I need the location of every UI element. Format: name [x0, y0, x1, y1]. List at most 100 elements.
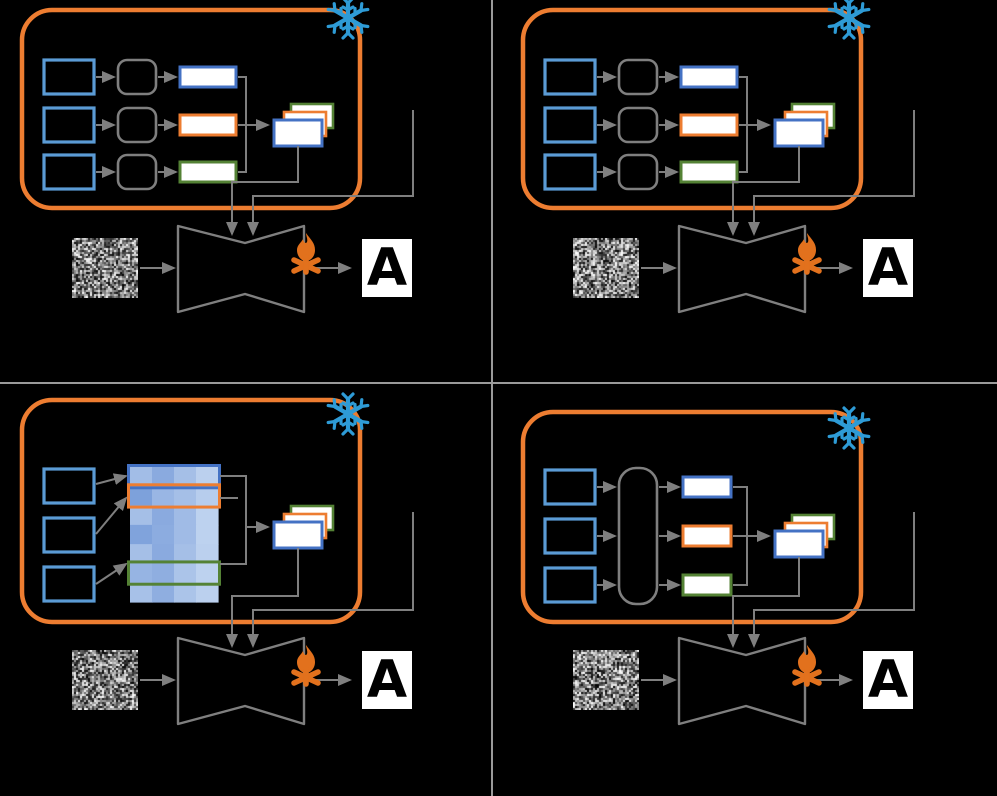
conditioning-route	[732, 110, 915, 228]
feature-bar-green[interactable]	[679, 160, 739, 184]
heatmap-cell	[174, 524, 197, 545]
encoder-block[interactable]	[42, 565, 96, 603]
feature-bar-blue[interactable]	[679, 65, 739, 89]
adapter-block[interactable]	[617, 153, 659, 191]
encoder-block[interactable]	[543, 517, 597, 555]
merge-connector	[739, 76, 748, 173]
heatmap-cell	[196, 505, 219, 526]
output-glyph: A	[863, 651, 913, 709]
frozen-boundary	[520, 409, 864, 625]
noise-patch-icon	[72, 238, 138, 298]
conditioning-route	[231, 512, 414, 640]
heatmap-row-highlight[interactable]	[127, 464, 221, 490]
merge-connector	[220, 475, 247, 565]
encoder-block[interactable]	[543, 106, 597, 144]
heatmap-cell	[152, 544, 175, 565]
encoder-block[interactable]	[543, 468, 597, 506]
arrow-icon	[96, 71, 178, 178]
stack-card-blue[interactable]	[773, 118, 825, 148]
heatmap-cell	[174, 486, 197, 507]
merge-connector	[238, 76, 247, 173]
feature-bar-green[interactable]	[681, 573, 733, 597]
conditioning-route	[231, 110, 414, 228]
encoder-block[interactable]	[42, 58, 96, 96]
stack-card-blue[interactable]	[272, 520, 324, 550]
panel-c-canvas	[19, 384, 414, 726]
noise-patch-icon	[573, 650, 639, 710]
conditioning-route	[732, 512, 915, 640]
merge-connector	[733, 486, 748, 586]
heatmap-cell	[196, 467, 219, 487]
snowflake-icon	[328, 0, 368, 38]
shared-adapter-block[interactable]	[617, 466, 659, 606]
feature-bar-orange[interactable]	[681, 524, 733, 548]
frozen-boundary	[19, 7, 363, 211]
unet-shape[interactable]	[677, 224, 807, 314]
adapter-block[interactable]	[116, 58, 158, 96]
divider-horizontal	[0, 382, 997, 384]
encoder-block[interactable]	[42, 153, 96, 191]
heatmap-cell	[174, 505, 197, 526]
unet-shape[interactable]	[176, 224, 306, 314]
feature-bar-blue[interactable]	[178, 65, 238, 89]
heatmap-cell	[152, 505, 175, 526]
feature-bar-blue[interactable]	[681, 475, 733, 499]
heatmap-cell	[196, 563, 219, 584]
feature-bar-orange[interactable]	[178, 113, 238, 137]
unet-shape[interactable]	[176, 636, 306, 726]
heatmap-row-highlight[interactable]	[127, 483, 221, 509]
heatmap-cell	[174, 544, 197, 565]
heatmap-cell	[174, 563, 197, 584]
heatmap-cell	[152, 467, 175, 487]
adapter-block[interactable]	[617, 106, 659, 144]
heatmap-cell	[130, 486, 153, 507]
encoder-block[interactable]	[543, 566, 597, 604]
encoder-block[interactable]	[42, 106, 96, 144]
heatmap-cell	[130, 563, 153, 584]
panel-a: A	[0, 0, 491, 382]
arrow-icon	[95, 473, 128, 585]
heatmap-cell	[130, 505, 153, 526]
snowflake-icon	[829, 0, 869, 38]
panel-c: A	[0, 384, 491, 796]
output-glyph: A	[362, 651, 412, 709]
panel-b-canvas	[520, 0, 915, 314]
heatmap-cell	[152, 582, 175, 603]
snowflake-icon	[328, 394, 368, 434]
attention-heatmap[interactable]	[127, 464, 221, 603]
divider-vertical	[491, 0, 493, 796]
output-glyph: A	[863, 239, 913, 297]
feature-bar-green[interactable]	[178, 160, 238, 184]
encoder-block[interactable]	[42, 516, 96, 554]
output-glyph: A	[362, 239, 412, 297]
stack-card-blue[interactable]	[272, 118, 324, 148]
panel-a-canvas	[19, 0, 414, 314]
heatmap-cell	[174, 467, 197, 487]
heatmap-cell	[130, 524, 153, 545]
heatmap-cell	[152, 563, 175, 584]
noise-patch-icon	[573, 238, 639, 298]
heatmap-cell	[130, 582, 153, 603]
snowflake-icon	[829, 408, 869, 448]
encoder-block[interactable]	[543, 153, 597, 191]
adapter-block[interactable]	[116, 153, 158, 191]
heatmap-cell	[196, 524, 219, 545]
panel-d-canvas	[520, 384, 915, 726]
stack-card-blue[interactable]	[773, 529, 825, 559]
arrow-icon	[597, 71, 679, 178]
encoder-block[interactable]	[543, 58, 597, 96]
adapter-block[interactable]	[116, 106, 158, 144]
heatmap-cell	[152, 486, 175, 507]
heatmap-row-highlight[interactable]	[127, 560, 221, 586]
unet-shape[interactable]	[677, 636, 807, 726]
encoder-block[interactable]	[42, 467, 96, 505]
adapter-block[interactable]	[617, 58, 659, 96]
frozen-boundary	[520, 7, 864, 211]
frozen-boundary	[19, 397, 363, 625]
heatmap-cell	[196, 544, 219, 565]
panel-d: A	[493, 384, 997, 796]
noise-patch-icon	[72, 650, 138, 710]
heatmap-cell	[152, 524, 175, 545]
feature-bar-orange[interactable]	[679, 113, 739, 137]
